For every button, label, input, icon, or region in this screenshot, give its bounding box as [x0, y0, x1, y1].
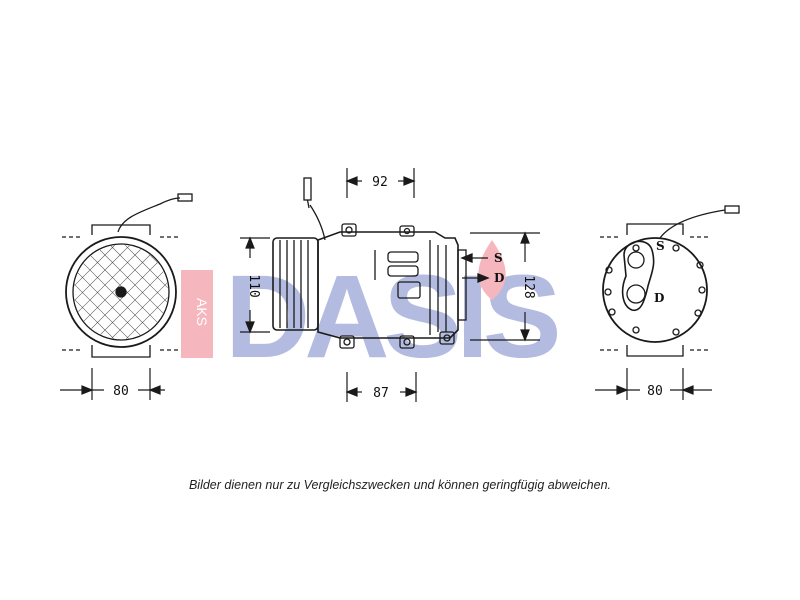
dim-top-offset: [345, 168, 416, 198]
watermark-prefix: AKS: [194, 298, 210, 326]
watermark-brand: DASIS: [225, 251, 558, 383]
port-arrows: [460, 253, 490, 283]
rear-port-discharge-label: D: [654, 291, 664, 305]
watermark-red-block: [181, 270, 213, 358]
side-view: [272, 177, 467, 349]
dim-body-height-label: 110: [246, 274, 261, 297]
rear-port-suction-label: S: [656, 239, 665, 253]
dim-rear-width: [595, 368, 712, 400]
dim-front-width-label: 80: [113, 384, 129, 399]
dim-body-width: [345, 372, 418, 402]
front-view: [62, 193, 193, 358]
dim-total-height: [470, 231, 540, 342]
rear-view: [600, 205, 740, 357]
port-suction-label: S: [494, 251, 503, 265]
watermark-drop: [478, 240, 506, 300]
dim-body-height: [240, 236, 270, 334]
dim-front-width: [60, 368, 165, 400]
dim-total-height-label: 128: [521, 275, 536, 298]
dim-body-width-label: 87: [373, 386, 389, 401]
dim-top-offset-label: 92: [372, 175, 388, 190]
dim-rear-width-label: 80: [647, 384, 663, 399]
port-discharge-label: D: [494, 271, 504, 285]
watermark: AKS DASIS: [181, 240, 564, 383]
disclaimer-caption: Bilder dienen nur zu Vergleichszwecken u…: [188, 478, 612, 492]
